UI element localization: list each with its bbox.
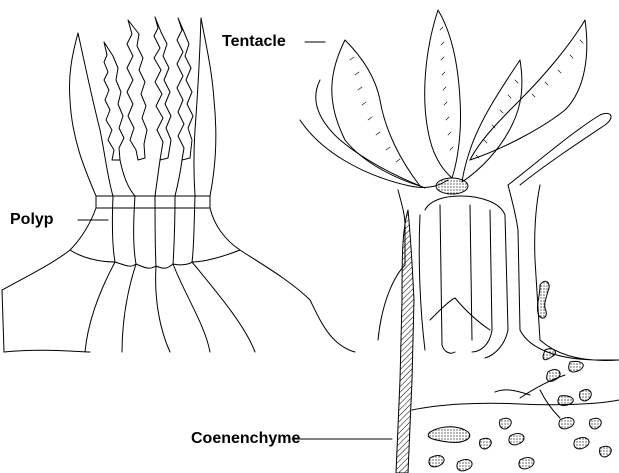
left-tentacle-1	[104, 42, 124, 160]
tentacle-label: Tentacle	[222, 33, 286, 51]
left-tentacle-2	[154, 17, 171, 160]
left-polyp-base-lobes	[4, 250, 255, 352]
right-polyp-side-tube	[508, 113, 611, 185]
left-polyp-body-outline	[2, 196, 355, 352]
left-polyp-tentacles	[104, 17, 193, 160]
solenia-canal	[495, 375, 565, 418]
right-polyp-drawing	[300, 10, 619, 473]
left-polyp-stalks	[69, 18, 215, 196]
right-tentacle-center	[425, 10, 461, 178]
right-tentacle-far-right	[470, 20, 587, 160]
right-tentacle-serration	[350, 27, 583, 162]
left-polyp-drawing	[2, 17, 355, 352]
polyp-label: Polyp	[10, 211, 54, 229]
right-polyp-axis-rod	[396, 210, 414, 473]
right-polyp-mouth	[436, 178, 468, 194]
left-tentacle-4	[127, 20, 147, 160]
coenenchyme-label: Coenenchyme	[191, 430, 300, 448]
coenenchyme-region	[412, 400, 619, 410]
right-polyp-cavity	[419, 196, 508, 358]
right-tentacle-lower-left	[300, 120, 448, 187]
right-tentacle-right	[462, 60, 522, 182]
right-polyp-column	[378, 185, 619, 360]
left-polyp-mesenteries	[112, 196, 195, 266]
left-tentacle-3	[177, 18, 193, 160]
